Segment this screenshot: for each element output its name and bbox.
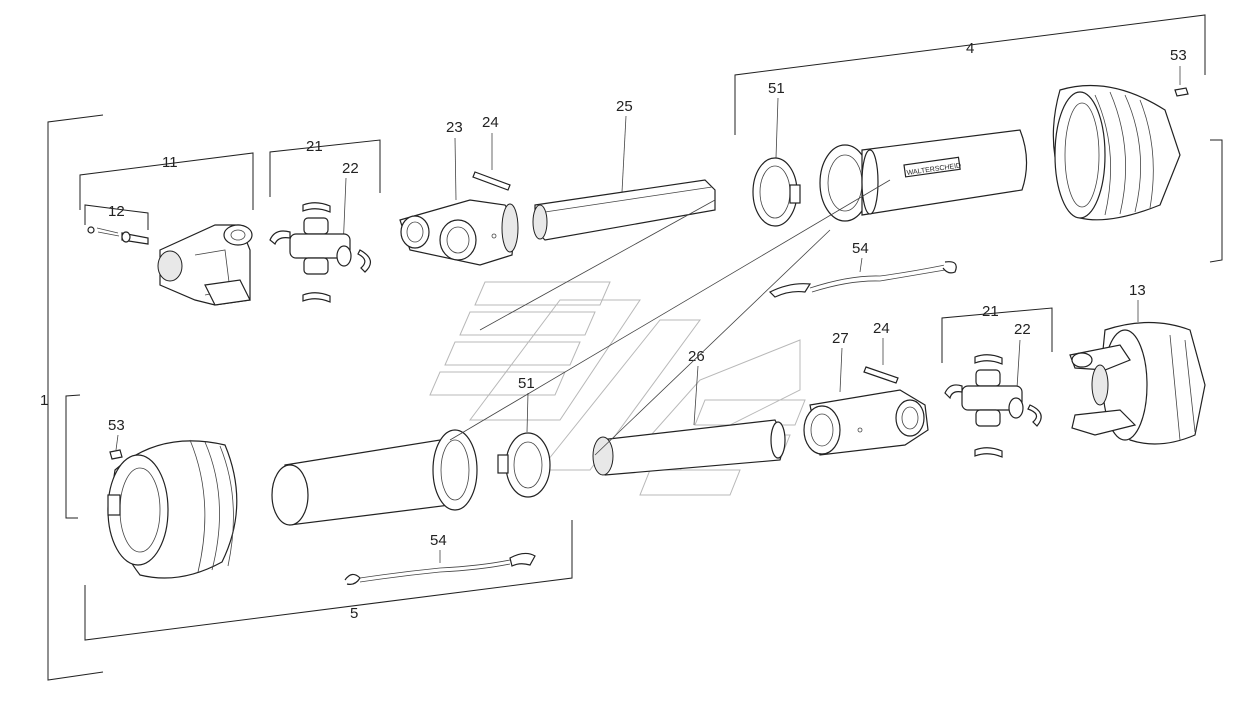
callout-24-top: 24	[482, 114, 499, 131]
part-23-inner-yoke: 23 24	[399, 114, 519, 266]
callout-22-bottom: 22	[1014, 321, 1031, 338]
callout-5: 5	[350, 605, 358, 622]
callout-27: 27	[832, 330, 849, 347]
callout-4: 4	[966, 40, 974, 57]
part-guard-cone-top: 53	[1052, 47, 1189, 221]
part-11-yoke: 11	[79, 152, 254, 306]
assembly-lines	[449, 179, 891, 456]
part-26-outer-profile-tube: 26	[592, 348, 786, 476]
callout-24-bottom: 24	[873, 320, 890, 337]
part-27-outer-yoke: 27 24	[803, 320, 929, 456]
part-4-outer-guard-tube: WALTERSCHEID	[819, 129, 1028, 222]
part-51-bearing-ring-top: 51	[752, 80, 801, 227]
callout-51-bottom: 51	[518, 375, 535, 392]
watermark-logo	[429, 281, 806, 496]
part-54-chain-top: 54	[768, 240, 957, 298]
bracket-group-1: 1	[40, 114, 104, 681]
part-13-yoke-with-guard: 13	[1069, 282, 1206, 445]
callout-22-top: 22	[342, 160, 359, 177]
callout-51-top: 51	[768, 80, 785, 97]
part-5-outer-tube-bottom	[271, 429, 478, 526]
callout-53-bottom: 53	[108, 417, 125, 434]
callout-54-top: 54	[852, 240, 869, 257]
part-12-bolt: 12	[84, 203, 149, 245]
callout-13: 13	[1129, 282, 1146, 299]
callout-25: 25	[616, 98, 633, 115]
callout-1: 1	[40, 392, 48, 409]
callout-53-top: 53	[1170, 47, 1187, 64]
callout-26: 26	[688, 348, 705, 365]
bracket-group-5: 5	[65, 394, 573, 641]
callout-23: 23	[446, 119, 463, 136]
part-51-bearing-ring-bottom: 51	[497, 375, 551, 498]
callout-21-bottom: 21	[982, 303, 999, 320]
callout-21-top: 21	[306, 138, 323, 155]
callout-54-bottom: 54	[430, 532, 447, 549]
callout-11: 11	[162, 154, 178, 171]
callout-12: 12	[108, 203, 125, 220]
bracket-group-4: 4	[734, 14, 1223, 263]
part-54-chain-bottom: 54	[344, 532, 536, 585]
part-25-inner-profile-tube: 25	[532, 98, 716, 241]
part-21-cross-kit-bottom: 21 22	[941, 303, 1053, 458]
part-21-cross-kit-top: 21 22	[269, 138, 381, 303]
part-guard-cone-bottom: 53	[107, 417, 238, 579]
